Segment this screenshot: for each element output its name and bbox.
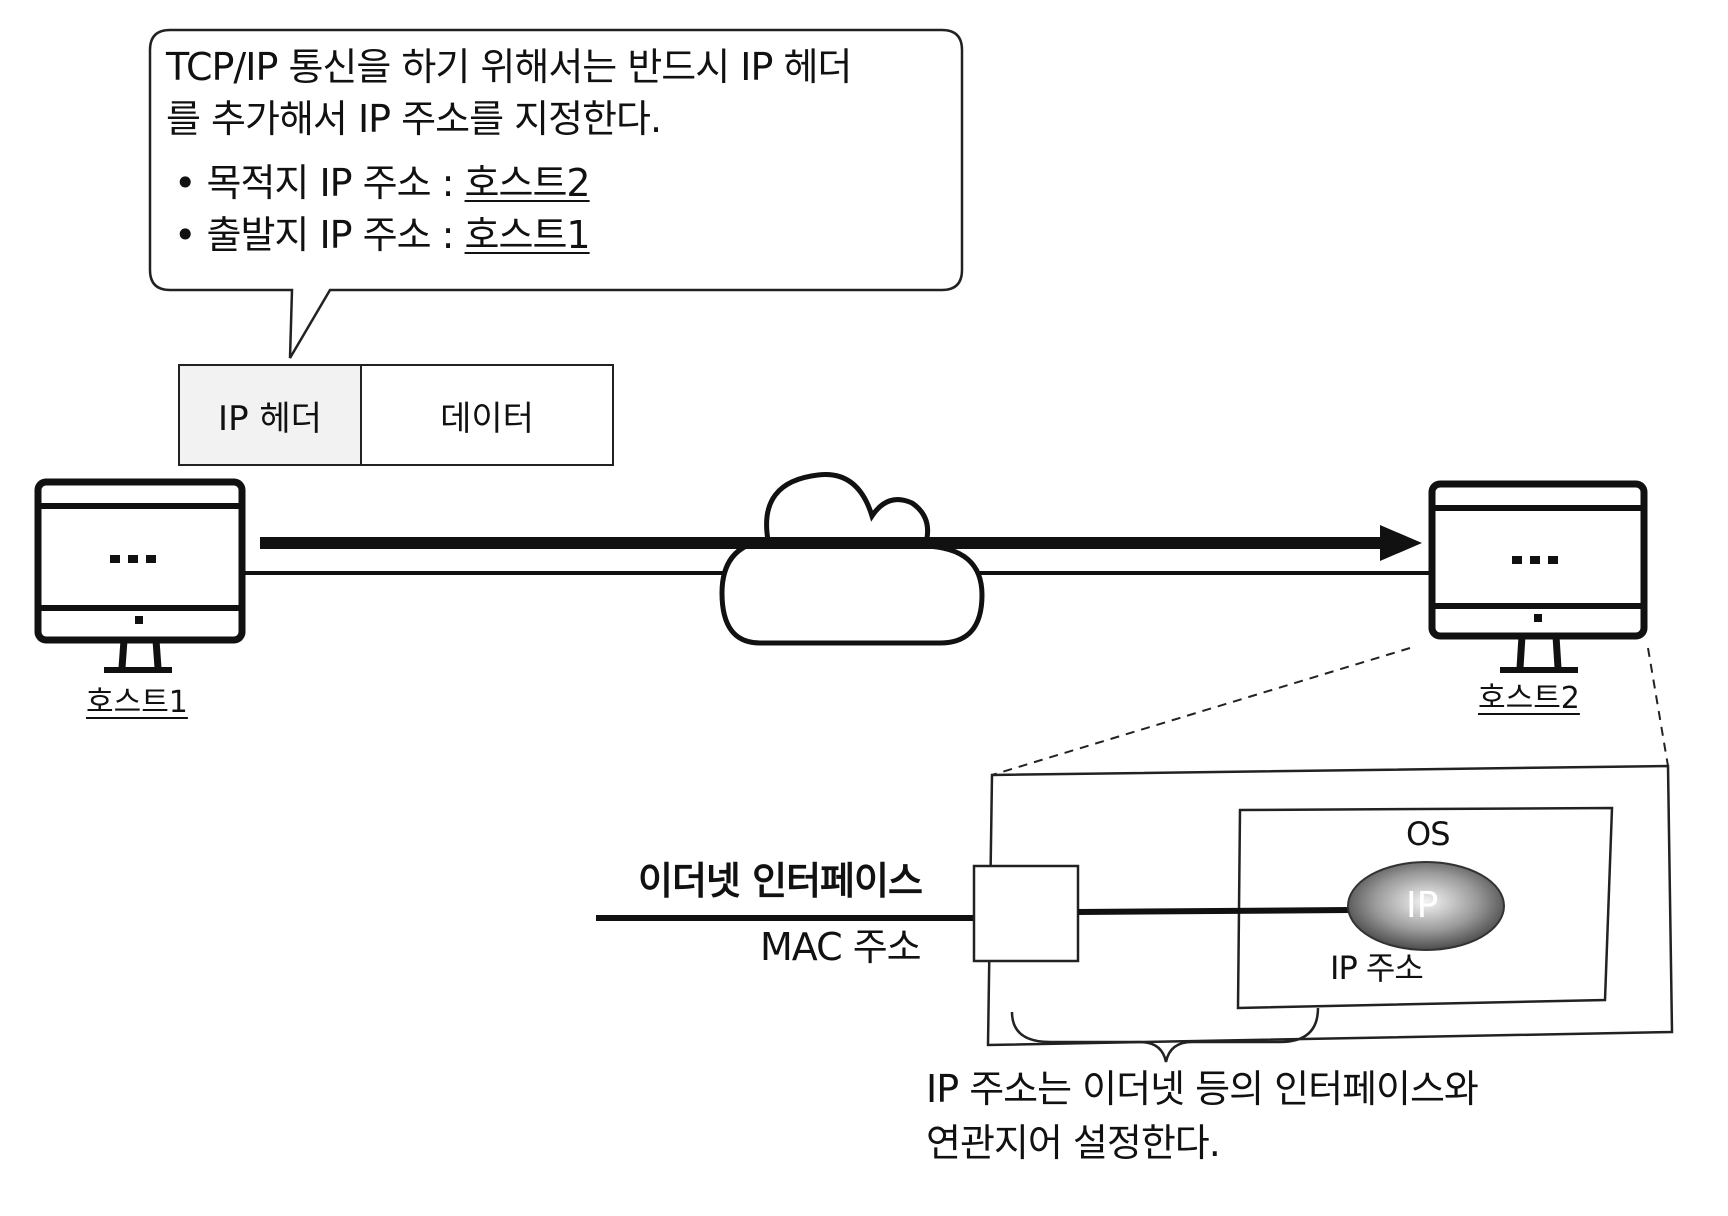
note-line2: 연관지어 설정한다. [926, 1121, 1221, 1165]
callout-bullet-src: • 출발지 IP 주소 : 호스트1 [174, 213, 591, 257]
os-label: OS [1406, 815, 1450, 853]
callout-bullet-src-prefix: • 출발지 IP 주소 : [174, 213, 465, 257]
host2-label: 호스트2 [1478, 681, 1580, 716]
callout-bullet-dest: • 목적지 IP 주소 : 호스트2 [174, 161, 591, 205]
ip-label: IP [1406, 885, 1439, 926]
arrow-head [1380, 525, 1422, 561]
mac-address-label: MAC 주소 [760, 925, 922, 969]
curly-brace [1010, 1007, 1320, 1063]
ip-header-cell: IP 헤더 [178, 364, 362, 466]
host1-monitor-icon [34, 478, 246, 673]
callout-bullet-src-value: 호스트1 [464, 213, 591, 257]
host1-label: 호스트1 [86, 685, 188, 720]
ethernet-interface-label: 이더넷 인터페이스 [638, 859, 923, 903]
callout-line2: 를 추가해서 IP 주소를 지정한다. [166, 97, 662, 141]
callout-bubble [148, 28, 964, 359]
data-cell: 데이터 [360, 364, 614, 466]
callout-bullet-dest-prefix: • 목적지 IP 주소 : [174, 161, 465, 205]
cloud-icon [719, 472, 985, 646]
callout-bullet-dest-value: 호스트2 [464, 161, 591, 205]
callout-line1: TCP/IP 통신을 하기 위해서는 반드시 IP 헤더 [166, 45, 852, 89]
ip-ellipse [1347, 861, 1505, 951]
interface-to-ip-line [1077, 907, 1351, 915]
ethernet-interface-box [972, 864, 1080, 963]
zoom-line-right [1647, 647, 1669, 767]
note-line1: IP 주소는 이더넷 등의 인터페이스와 [926, 1067, 1479, 1111]
zoom-line-left [991, 647, 1411, 776]
host2-monitor-icon [1428, 480, 1648, 673]
ip-address-label: IP 주소 [1330, 949, 1424, 987]
